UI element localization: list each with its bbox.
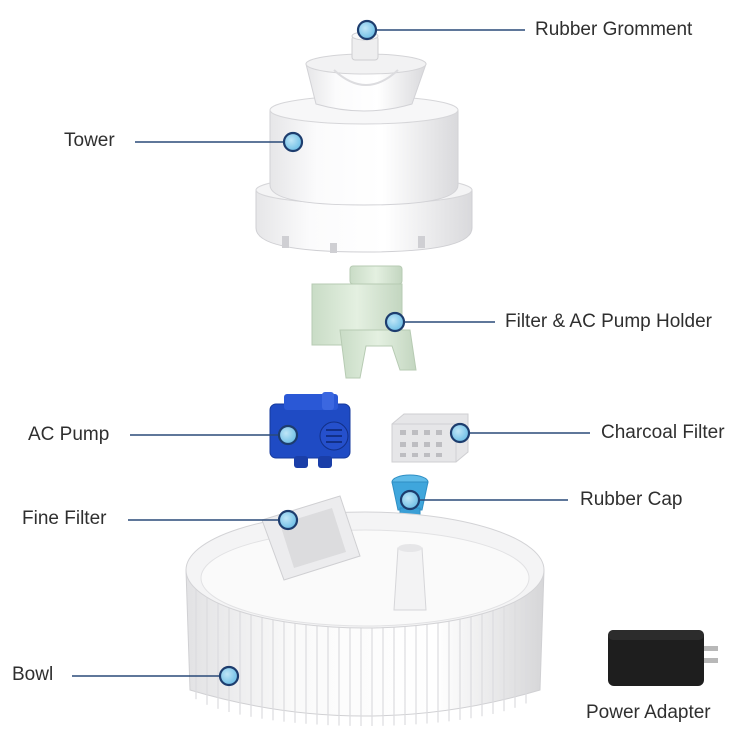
- label-charcoal-filter: Charcoal Filter: [601, 422, 725, 443]
- marker-ac-pump: [277, 424, 299, 446]
- label-ac-pump: AC Pump: [28, 424, 110, 445]
- label-power-adapter: Power Adapter: [586, 702, 711, 723]
- markers: [218, 19, 471, 687]
- label-rubber-grommet: Rubber Gromment: [535, 19, 693, 40]
- charcoal-filter-part: [391, 413, 469, 463]
- marker-bowl: [218, 665, 240, 687]
- marker-rubber-grommet: [356, 19, 378, 41]
- leader-lines: [72, 29, 590, 677]
- marker-tower: [282, 131, 304, 153]
- bowl-part: [185, 511, 545, 726]
- pump-holder-part: [311, 265, 417, 379]
- marker-rubber-cap: [399, 489, 421, 511]
- label-fine-filter: Fine Filter: [22, 508, 107, 529]
- label-rubber-cap: Rubber Cap: [580, 489, 683, 510]
- label-tower: Tower: [64, 130, 115, 151]
- label-bowl: Bowl: [12, 664, 54, 685]
- power-adapter-part: [608, 630, 718, 686]
- marker-fine-filter: [277, 509, 299, 531]
- marker-charcoal-filter: [449, 422, 471, 444]
- label-pump-holder: Filter & AC Pump Holder: [505, 311, 712, 332]
- marker-pump-holder: [384, 311, 406, 333]
